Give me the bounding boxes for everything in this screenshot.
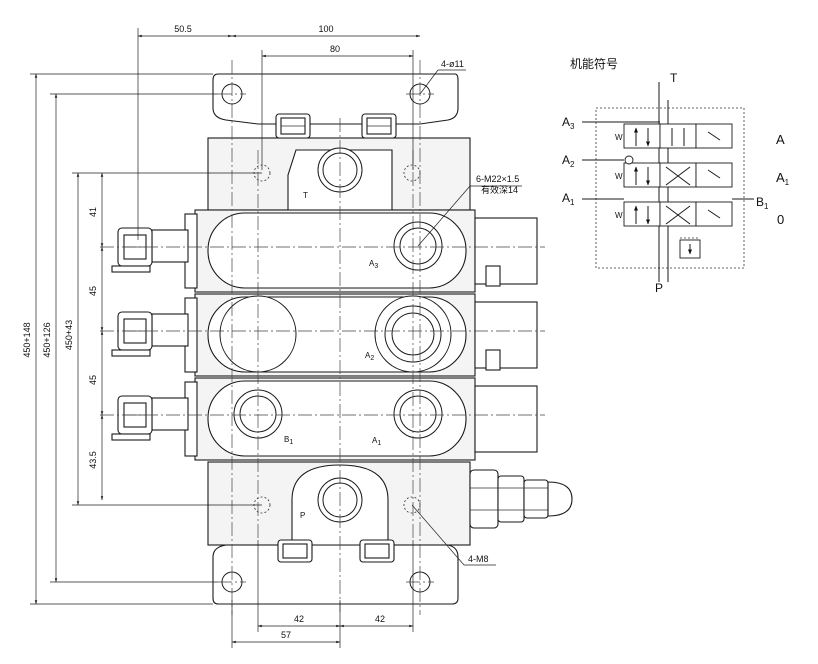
port-a3: A3: [369, 259, 378, 270]
dim-100: 100: [318, 24, 333, 34]
symbol-a3: A3: [562, 115, 575, 131]
port-a2: A2: [365, 351, 374, 362]
callout-thread-size: 6-M22×1.5: [476, 174, 519, 184]
symbol-t: T: [670, 71, 678, 85]
dim-80: 80: [330, 44, 340, 54]
function-a: A: [776, 132, 785, 147]
symbol-row-3: [623, 201, 733, 227]
bottom-mounting-plate: [212, 544, 459, 605]
dim-450-148: 450+148: [22, 322, 32, 357]
symbol-a1: A1: [562, 191, 575, 207]
symbol-spring-2: W: [615, 172, 623, 181]
symbol-spring-3: W: [615, 211, 623, 220]
dim-57: 57: [281, 630, 291, 640]
dim-50-5: 50.5: [174, 24, 192, 34]
symbol-p: P: [655, 281, 663, 295]
top-mounting-plate: [212, 73, 459, 125]
left-dimensions: [30, 73, 262, 605]
dim-41: 41: [88, 207, 98, 217]
function-zero: 0: [777, 212, 784, 227]
dim-450-126: 450+126: [42, 322, 52, 357]
port-a1: A1: [372, 436, 381, 447]
symbol-spring-1: W: [615, 133, 623, 142]
symbol-row-2: [623, 155, 733, 188]
dim-43-5: 43.5: [88, 451, 98, 469]
function-a1: A1: [776, 170, 790, 187]
bottom-dimensions: [231, 540, 414, 648]
dim-42-right: 42: [375, 614, 385, 624]
symbol-title: 机能符号: [570, 56, 618, 71]
dim-45-b: 45: [88, 375, 98, 385]
section-1: [111, 209, 538, 293]
symbol-b1: B1: [756, 195, 769, 211]
top-dimensions: [137, 28, 421, 240]
port-p: P: [300, 511, 305, 520]
callout-bolts: 4-M8: [468, 554, 489, 564]
port-t: T: [303, 191, 308, 200]
symbol-a2: A2: [562, 153, 575, 169]
dim-42-left: 42: [294, 614, 304, 624]
callout-holes: 4-ø11: [441, 59, 464, 69]
symbol-row-1: [623, 123, 733, 149]
callout-leaders: [411, 69, 522, 566]
top-cover-block: [207, 113, 471, 211]
port-b1: B1: [284, 435, 293, 446]
dim-450-43: 450+43: [64, 320, 74, 350]
section-2: [111, 293, 538, 377]
dim-45-a: 45: [88, 286, 98, 296]
section-3: [111, 377, 538, 461]
center-lines: [100, 60, 545, 615]
callout-thread-depth: 有效深14: [481, 184, 518, 195]
hydraulic-symbol: [582, 82, 754, 282]
